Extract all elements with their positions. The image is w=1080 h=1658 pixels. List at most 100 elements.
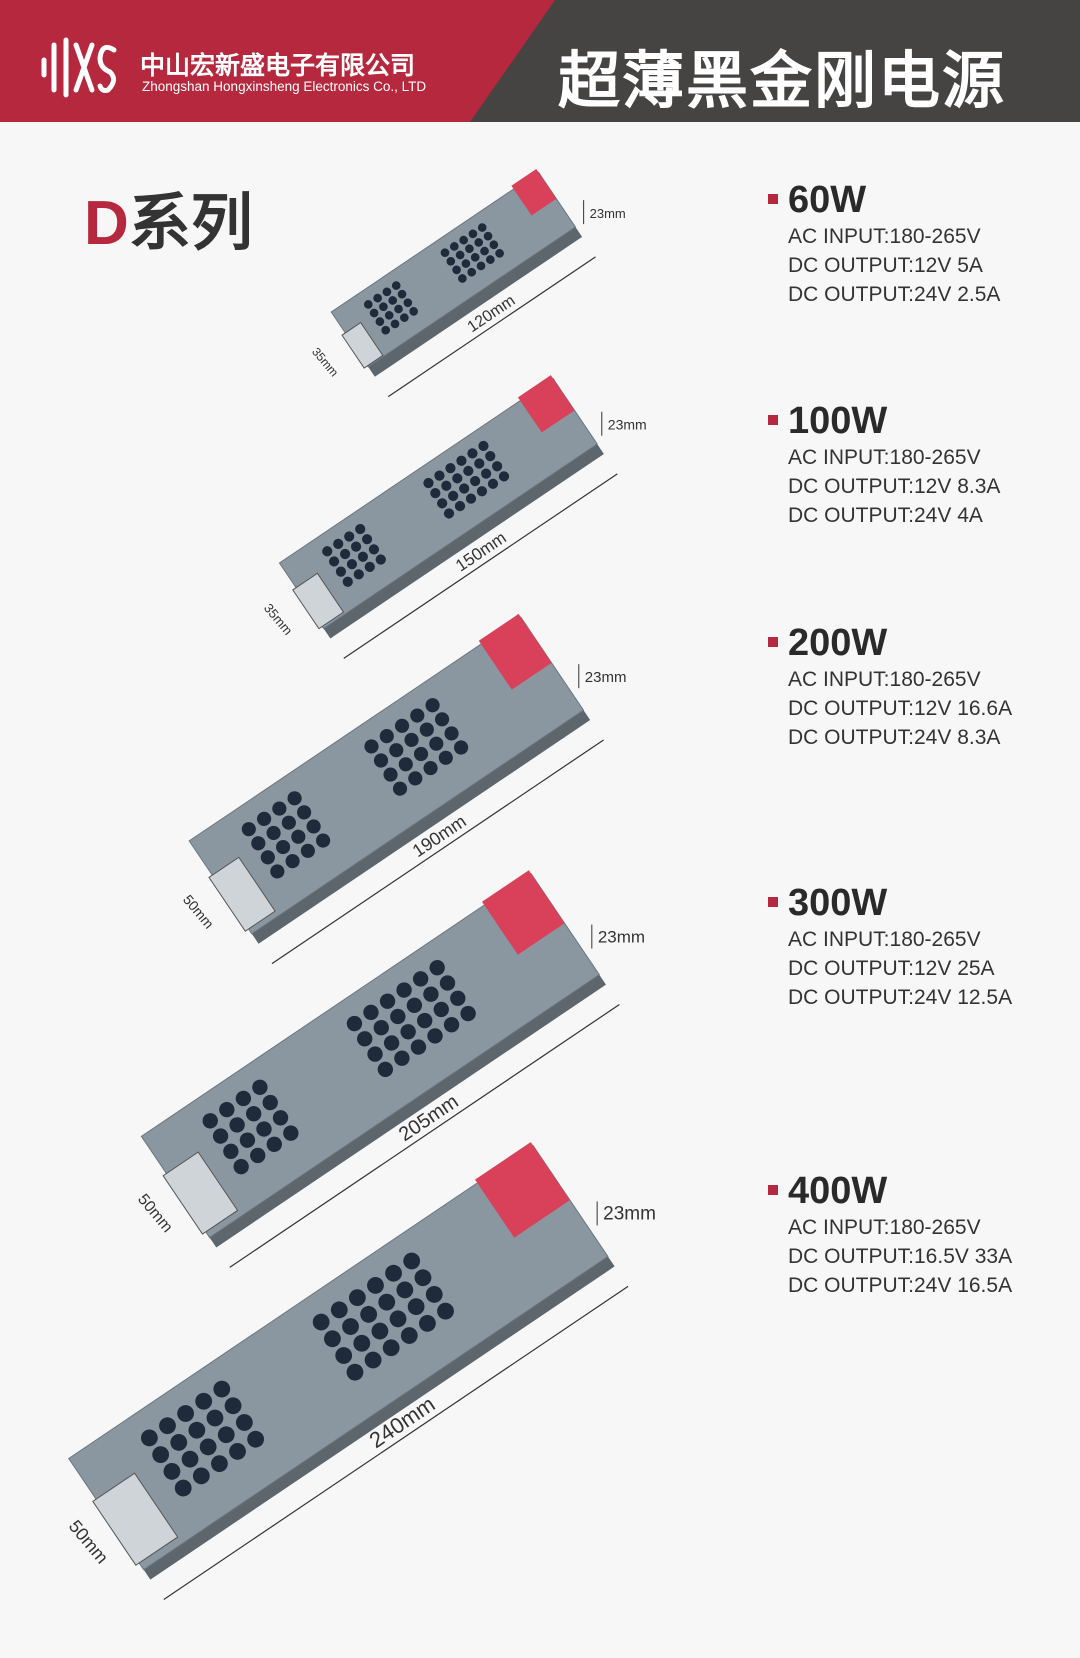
vent-hole (235, 1414, 253, 1431)
vent-hole (257, 811, 272, 826)
vent-hole (446, 256, 456, 266)
vent-hole (335, 1347, 353, 1364)
vent-hole (478, 440, 489, 452)
power-supply-300W (140, 870, 606, 1248)
vent-hole (425, 698, 440, 713)
vent-hole (419, 1314, 436, 1332)
vent-hole (467, 448, 478, 459)
vent-hole (438, 750, 453, 765)
power-supply-400W (68, 1142, 615, 1580)
vent-hole (396, 1281, 414, 1299)
vent-hole (223, 1143, 239, 1160)
vent-hole (467, 267, 477, 277)
vent-hole (202, 1113, 218, 1129)
width-label: 35mm (261, 601, 296, 638)
vent-hole (382, 1339, 400, 1357)
vent-hole (312, 1313, 330, 1331)
vent-hole (470, 475, 481, 487)
vent-hole (384, 311, 394, 320)
vent-hole (306, 819, 321, 834)
vent-hole (453, 740, 469, 755)
vent-hole (439, 975, 456, 991)
vent-hole (224, 1397, 242, 1415)
vent-hole (272, 801, 287, 816)
vent-hole (437, 1302, 454, 1320)
vent-hole (465, 493, 477, 504)
vent-hole (252, 1079, 268, 1095)
terminal-gray (208, 856, 276, 932)
terminal-red (482, 870, 565, 955)
vent-hole (498, 471, 510, 482)
length-dimension-line (271, 739, 604, 965)
vent-hole (283, 1125, 299, 1141)
vent-hole (350, 541, 362, 552)
vent-hole (364, 561, 375, 573)
vent-hole (410, 1039, 427, 1055)
vent-hole (407, 1298, 425, 1316)
vent-hole (406, 997, 423, 1013)
vent-hole (353, 1334, 371, 1352)
length-dimension-line (229, 1004, 620, 1268)
width-label: 35mm (309, 345, 341, 380)
height-label: 23mm (608, 417, 647, 433)
vent-hole (400, 1327, 418, 1344)
vent-hole (335, 566, 347, 577)
vent-hole (346, 559, 358, 570)
vent-hole (454, 500, 466, 512)
vent-hole (413, 746, 429, 762)
vent-hole (256, 1121, 272, 1137)
vent-hole (251, 836, 266, 851)
vent-hole (492, 461, 503, 472)
vent-hole (417, 1012, 433, 1029)
vent-hole (392, 781, 408, 796)
vent-hole (373, 1019, 389, 1036)
vent-hole (219, 1101, 235, 1118)
vent-hole (342, 1318, 359, 1335)
vent-hole (390, 1008, 406, 1025)
vent-hole (423, 761, 438, 776)
vent-hole (369, 308, 379, 318)
vent-hole (430, 488, 441, 499)
vent-hole (287, 791, 302, 806)
vent-hole (217, 1426, 235, 1444)
vent-hole (452, 473, 463, 484)
vent-hole (470, 253, 480, 262)
vent-hole (235, 1090, 252, 1107)
vent-hole (487, 478, 499, 489)
vent-hole (375, 317, 385, 326)
vent-hole (211, 1455, 228, 1473)
vent-hole (322, 546, 333, 557)
vent-hole (437, 498, 448, 509)
vent-hole (229, 1117, 245, 1133)
vent-hole (333, 538, 344, 549)
power-supply-60W (330, 168, 583, 377)
width-label: 50mm (134, 1191, 176, 1236)
vent-hole (389, 1310, 407, 1328)
vent-hole (152, 1446, 170, 1464)
vent-hole (425, 1286, 443, 1303)
height-label: 23mm (585, 669, 627, 686)
vent-hole (389, 743, 404, 758)
vent-hole (346, 1363, 364, 1381)
vent-hole (199, 1438, 217, 1456)
vent-hole (391, 281, 401, 290)
width-label: 50mm (180, 891, 217, 931)
vent-hole (403, 1252, 421, 1270)
vent-hole (458, 274, 467, 283)
vent-hole (247, 1430, 265, 1448)
vent-hole (429, 736, 444, 751)
vent-hole (400, 1024, 416, 1040)
length-dimension-line (343, 473, 618, 659)
vent-hole (270, 864, 285, 879)
vent-hole (398, 757, 413, 772)
vent-hole (245, 1106, 262, 1122)
vent-hole (452, 265, 461, 275)
vent-hole (383, 767, 398, 782)
vent-hole (394, 304, 403, 314)
vent-hole (460, 1005, 476, 1022)
vent-hole (476, 261, 486, 271)
vent-hole (468, 229, 478, 239)
